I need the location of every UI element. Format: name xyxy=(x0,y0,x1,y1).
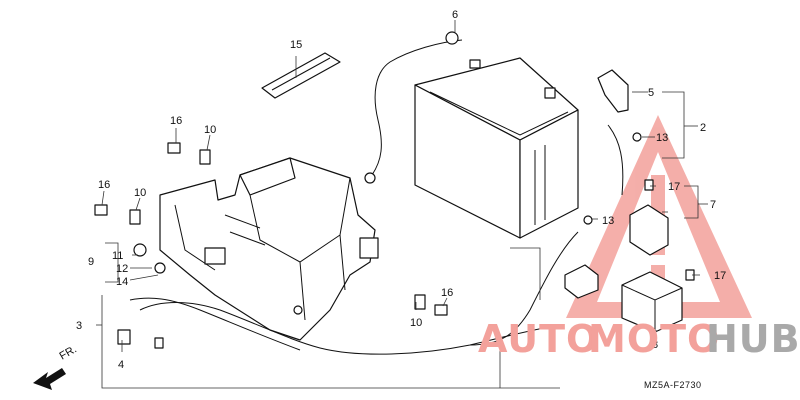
callout-16-a: 16 xyxy=(170,115,182,127)
battery-band xyxy=(261,52,341,99)
callout-numbers: 15 6 5 2 13 13 17 7 17 8 16 10 16 10 9 1… xyxy=(76,9,726,371)
callout-16-c: 16 xyxy=(441,287,453,299)
callout-16-b: 16 xyxy=(98,179,110,191)
callout-2: 2 xyxy=(700,122,706,134)
callout-11: 11 xyxy=(112,250,123,262)
callout-8: 8 xyxy=(652,339,658,351)
front-arrow-marker: FR. xyxy=(33,343,79,390)
callout-3: 3 xyxy=(76,320,82,332)
watermark-wordmark: AUTO MOTO HUB xyxy=(478,317,800,361)
callout-10-b: 10 xyxy=(134,187,146,199)
battery xyxy=(414,57,579,239)
callout-15: 15 xyxy=(290,39,302,51)
callout-14: 14 xyxy=(116,276,128,288)
callout-13-a: 13 xyxy=(656,132,668,144)
callout-10-c: 10 xyxy=(410,317,422,329)
positive-cable xyxy=(469,124,642,346)
callout-13-b: 13 xyxy=(602,215,614,227)
terminal-cover xyxy=(597,69,629,113)
callout-6: 6 xyxy=(452,9,458,21)
figure-code: MZ5A-F2730 xyxy=(644,380,702,390)
callout-7: 7 xyxy=(710,199,716,211)
callout-17-a: 17 xyxy=(668,181,680,193)
front-label: FR. xyxy=(58,343,79,362)
negative-cable xyxy=(364,31,463,184)
watermark-word-2: MOTO xyxy=(588,317,720,361)
callout-17-b: 17 xyxy=(714,270,726,282)
callout-4: 4 xyxy=(118,359,124,371)
group-bracket-lines xyxy=(101,91,708,389)
callout-10-a: 10 xyxy=(204,124,216,136)
callout-12: 12 xyxy=(116,263,128,275)
battery-box-tray xyxy=(159,157,379,341)
hardware-fasteners xyxy=(94,142,448,316)
leader-lines xyxy=(96,20,700,352)
fuse-holder-assembly xyxy=(564,179,695,333)
watermark-word-3: HUB xyxy=(706,317,800,361)
callout-5: 5 xyxy=(648,87,654,99)
callout-9: 9 xyxy=(88,256,94,268)
watermark-word-1: AUTO xyxy=(478,317,599,361)
wire-harness xyxy=(117,297,561,355)
